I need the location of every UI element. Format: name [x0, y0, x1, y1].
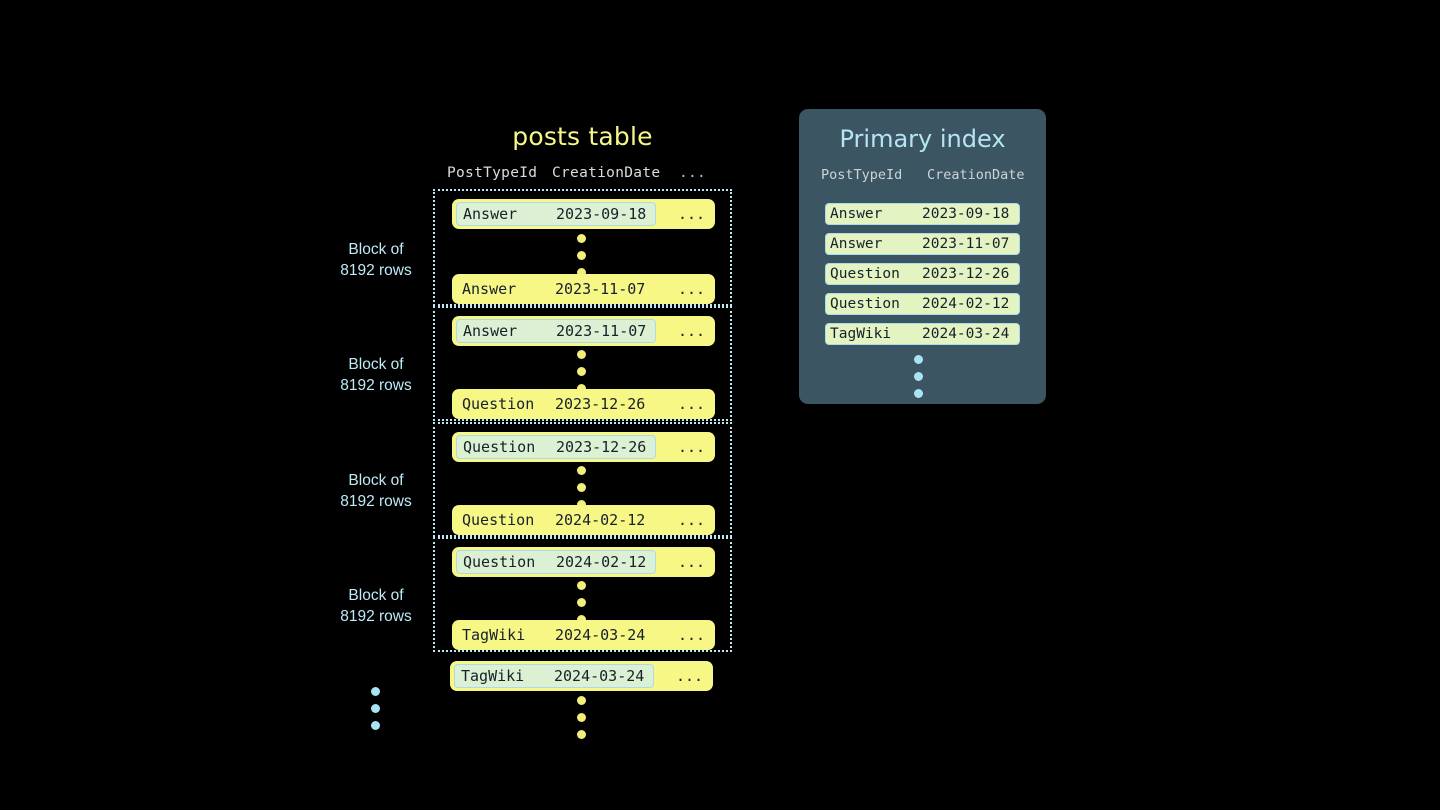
table-row[interactable]: Question 2023-12-26 ...: [452, 389, 715, 419]
cell-creationdate: 2024-02-12: [922, 296, 1010, 312]
cell-creationdate: 2024-03-24: [922, 326, 1010, 342]
block-label-1-line1: Block of: [348, 241, 404, 258]
row-gap-ellipsis: [577, 466, 586, 509]
block-4: Question 2024-02-12 ... TagWiki 2024-03-…: [433, 537, 732, 652]
row-highlight-cells: Question 2024-02-12: [456, 550, 656, 574]
posts-table-title: posts table: [512, 122, 653, 151]
index-entry[interactable]: Question 2023-12-26: [825, 263, 1020, 285]
block-label-3: Block of 8192 rows: [316, 470, 436, 512]
row-highlight-cells: TagWiki 2024-03-24: [454, 664, 654, 688]
index-entry[interactable]: Answer 2023-11-07: [825, 233, 1020, 255]
cell-ellipsis: ...: [678, 205, 706, 223]
cell-creationdate: 2024-03-24: [555, 626, 646, 644]
cell-posttypeid: Answer: [830, 206, 883, 222]
row-gap-ellipsis: [577, 581, 586, 624]
cell-creationdate: 2023-09-18: [922, 206, 1010, 222]
cell-posttypeid: Answer: [463, 205, 518, 223]
block-2: Answer 2023-11-07 ... Question 2023-12-2…: [433, 306, 732, 421]
block-label-4-line1: Block of: [348, 587, 404, 604]
cell-posttypeid: Question: [463, 553, 536, 571]
table-row[interactable]: TagWiki 2024-03-24 ...: [450, 661, 713, 691]
cell-ellipsis: ...: [676, 667, 704, 685]
cell-ellipsis: ...: [678, 322, 706, 340]
block-label-4-line2: 8192 rows: [340, 608, 412, 625]
cell-creationdate: 2023-11-07: [922, 236, 1010, 252]
cell-creationdate: 2023-12-26: [922, 266, 1010, 282]
index-entry[interactable]: TagWiki 2024-03-24: [825, 323, 1020, 345]
cell-posttypeid: TagWiki: [461, 667, 525, 685]
index-entry[interactable]: Answer 2023-09-18: [825, 203, 1020, 225]
cell-posttypeid: Answer: [830, 236, 883, 252]
row-highlight-cells: Answer 2023-09-18: [456, 202, 656, 226]
cell-posttypeid: Answer: [462, 280, 517, 298]
row-highlight-cells: Question 2023-12-26: [456, 435, 656, 459]
cell-ellipsis: ...: [678, 511, 706, 529]
cell-posttypeid: Question: [462, 511, 535, 529]
cell-creationdate: 2023-11-07: [555, 280, 646, 298]
table-row[interactable]: Question 2024-02-12 ...: [452, 547, 715, 577]
cell-creationdate: 2023-12-26: [555, 395, 646, 413]
table-row[interactable]: Answer 2023-11-07 ...: [452, 274, 715, 304]
cell-ellipsis: ...: [678, 280, 706, 298]
cell-creationdate: 2024-03-24: [554, 667, 645, 685]
cell-ellipsis: ...: [678, 395, 706, 413]
block-label-2: Block of 8192 rows: [316, 354, 436, 396]
cell-creationdate: 2023-11-07: [556, 322, 647, 340]
column-header-ellipsis: ...: [679, 165, 707, 181]
table-row[interactable]: Question 2024-02-12 ...: [452, 505, 715, 535]
row-cells: TagWiki 2024-03-24: [456, 623, 656, 647]
row-gap-ellipsis: [577, 234, 586, 277]
row-cells: Answer 2023-11-07: [456, 277, 656, 301]
row-gap-ellipsis: [577, 350, 586, 393]
cell-creationdate: 2023-09-18: [556, 205, 647, 223]
primary-index-title: Primary index: [839, 125, 1006, 153]
cell-creationdate: 2024-02-12: [556, 553, 647, 571]
block-3: Question 2023-12-26 ... Question 2024-02…: [433, 422, 732, 537]
column-header-posttypeid: PostTypeId: [821, 167, 903, 183]
cell-posttypeid: TagWiki: [830, 326, 892, 342]
table-row[interactable]: Question 2023-12-26 ...: [452, 432, 715, 462]
block-label-4: Block of 8192 rows: [316, 585, 436, 627]
cell-ellipsis: ...: [678, 553, 706, 571]
cell-ellipsis: ...: [678, 626, 706, 644]
cell-posttypeid: Question: [463, 438, 536, 456]
blocks-trailing-ellipsis: [371, 687, 380, 730]
row-cells: Question 2023-12-26: [456, 392, 656, 416]
table-row[interactable]: Answer 2023-11-07 ...: [452, 316, 715, 346]
block-label-3-line1: Block of: [348, 472, 404, 489]
index-entry[interactable]: Question 2024-02-12: [825, 293, 1020, 315]
cell-posttypeid: Answer: [463, 322, 518, 340]
posts-table-trailing-ellipsis: [577, 696, 586, 739]
primary-index-trailing-ellipsis: [914, 355, 923, 398]
column-header-posttypeid: PostTypeId: [447, 165, 538, 181]
primary-index-panel: Primary index PostTypeId CreationDate An…: [799, 109, 1046, 404]
cell-ellipsis: ...: [678, 438, 706, 456]
row-highlight-cells: Answer 2023-11-07: [456, 319, 656, 343]
primary-index-column-headers: PostTypeId CreationDate: [821, 167, 1031, 187]
block-1: Answer 2023-09-18 ... Answer 2023-11-07 …: [433, 189, 732, 306]
block-label-3-line2: 8192 rows: [340, 493, 412, 510]
row-cells: Question 2024-02-12: [456, 508, 656, 532]
cell-creationdate: 2024-02-12: [555, 511, 646, 529]
block-label-1: Block of 8192 rows: [316, 239, 436, 281]
column-header-creationdate: CreationDate: [927, 167, 1025, 183]
cell-creationdate: 2023-12-26: [556, 438, 647, 456]
cell-posttypeid: Question: [462, 395, 535, 413]
block-label-1-line2: 8192 rows: [340, 262, 412, 279]
column-header-creationdate: CreationDate: [552, 165, 661, 181]
block-label-2-line1: Block of: [348, 356, 404, 373]
cell-posttypeid: Question: [830, 266, 900, 282]
table-row[interactable]: TagWiki 2024-03-24 ...: [452, 620, 715, 650]
posts-table-column-headers: PostTypeId CreationDate ...: [447, 165, 717, 185]
cell-posttypeid: TagWiki: [462, 626, 526, 644]
cell-posttypeid: Question: [830, 296, 900, 312]
block-label-2-line2: 8192 rows: [340, 377, 412, 394]
table-row[interactable]: Answer 2023-09-18 ...: [452, 199, 715, 229]
